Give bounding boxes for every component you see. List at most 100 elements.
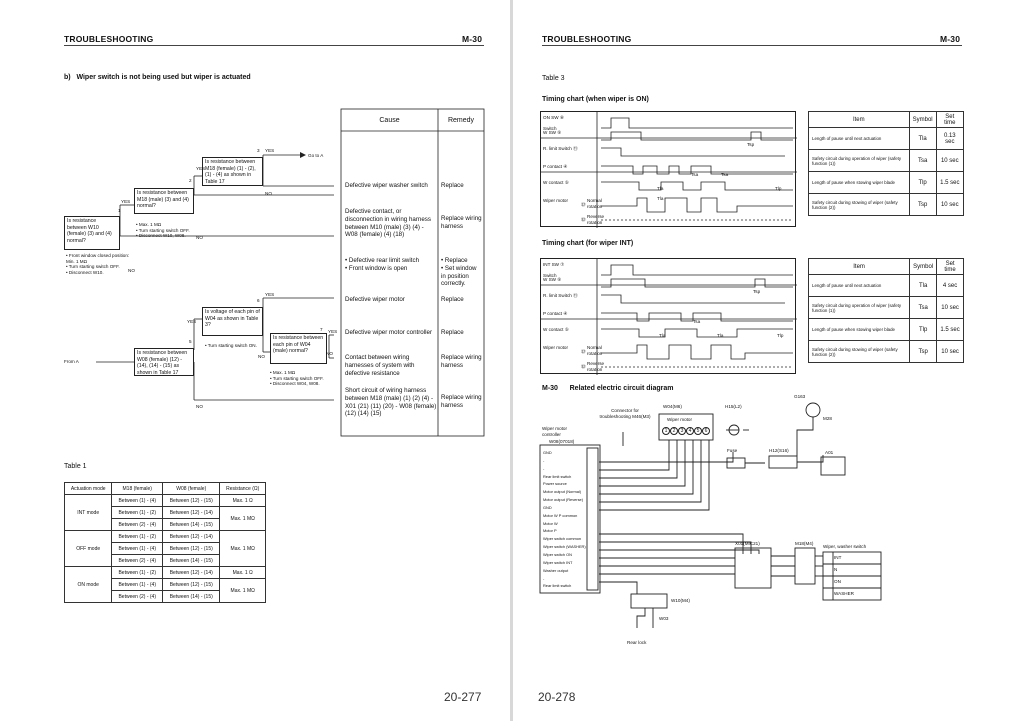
- table-on-time: 10 sec: [935, 193, 965, 216]
- table1-header: Actuation mode: [63, 482, 113, 495]
- chart-on-mark: Tla: [657, 196, 664, 201]
- table1-mode: ON mode: [63, 566, 113, 603]
- chart-int-normal-rotation: Normal rotation: [587, 345, 603, 356]
- table1-cell: Between (14) - (15): [162, 554, 221, 567]
- pin-label: Power source: [543, 481, 567, 487]
- q1-note: • Turn starting switch OFF.: [66, 264, 120, 269]
- yes-label: YES: [265, 148, 275, 153]
- chart-int-signal: INT SW ⑦: [543, 262, 565, 267]
- no-label: NO: [196, 404, 203, 409]
- step-number: 3: [257, 148, 260, 153]
- yes-label: YES: [187, 319, 197, 324]
- chart-on-p22: ㉒: [581, 217, 586, 222]
- no-label: NO: [326, 351, 333, 356]
- no-label: NO: [128, 268, 135, 273]
- table1-mode: INT mode: [63, 494, 113, 531]
- w04-pin: 3: [678, 427, 686, 435]
- no-label: NO: [265, 191, 272, 196]
- chart-on-normal-rotation: Normal rotation: [587, 198, 603, 209]
- remedy-text: Replace: [441, 182, 464, 189]
- chart-on-mark: Tsa: [691, 172, 699, 177]
- chart-int-signal: P contact ④: [543, 311, 568, 316]
- q7-note: • Disconnect W04, W08.: [270, 381, 320, 386]
- q1-notes: • Front window closed position: Min. 1 M…: [66, 253, 130, 275]
- table1-cell: Max. 1 Ω: [219, 566, 266, 579]
- question-box-1: Is resistance between W10 (female) (3) a…: [64, 216, 120, 250]
- section-title: b) Wiper switch is not being used but wi…: [64, 74, 251, 81]
- circuit-w04-label: W04(M6): [663, 404, 682, 409]
- chart-on-signal: P contact ④: [543, 164, 568, 169]
- timing-chart-int-waves: [541, 259, 797, 375]
- remedy-text: Replace: [441, 296, 464, 303]
- table-on-time: 0.13 sec: [935, 127, 965, 150]
- left-header-rule: [64, 45, 484, 46]
- remedy-text: Replace: [441, 329, 464, 336]
- cause-text: Defective wiper washer switch: [345, 182, 428, 189]
- controller-pin-labels: GND - - Rear limit switch Power source M…: [543, 449, 587, 590]
- pin-label: Wiper switch (WASHER): [543, 544, 586, 550]
- pin-label: Motor W P common: [543, 512, 578, 518]
- table1-cell: Between (1) - (4): [111, 578, 164, 591]
- chart-int-switch-label: Switch: [543, 273, 557, 278]
- timing-chart-on: ON SW ⑧ W SW ⑨ R. limit Switch ⑪ P conta…: [540, 111, 797, 228]
- table1-cell: Between (14) - (15): [162, 518, 221, 531]
- chart-int-signal: W SW ⑨: [543, 277, 562, 282]
- q7-note: • Turn starting switch OFF.: [270, 375, 324, 381]
- q2-note: • Max. 1 MΩ: [136, 222, 162, 227]
- q2-note: • Disconnect W10, W08.: [136, 233, 186, 238]
- q1-note: • Front window closed position: Min. 1 M…: [66, 253, 130, 264]
- yes-label: YES: [265, 292, 275, 297]
- chart-on-signal: ON SW ⑧: [543, 115, 564, 120]
- left-page-number: 20-277: [444, 690, 482, 704]
- remedy-text: • Replace • Set window in position corre…: [441, 257, 477, 288]
- circuit-title: M-30 Related electric circuit diagram: [542, 385, 674, 392]
- right-header-rule: [542, 45, 962, 46]
- chart-on-mark: Tlp: [775, 186, 782, 191]
- circuit-g163-label: G163: [794, 394, 806, 399]
- table1: Actuation mode M18 (female) W08 (female)…: [63, 482, 266, 603]
- chart-on-reverse-rotation: Reverse rotation: [587, 214, 605, 225]
- cause-column-header: Cause: [379, 117, 400, 124]
- right-page-number: 20-278: [538, 690, 576, 704]
- q2-note: • Turn starting switch OFF.: [136, 227, 190, 233]
- no-label: NO: [258, 354, 265, 359]
- circuit-fuse-label: Fuse: [727, 448, 738, 453]
- left-header-code: M-30: [462, 34, 483, 44]
- table1-cell: Max. 1 Ω: [219, 494, 266, 507]
- table1-cell: Max. 1 MΩ: [219, 530, 266, 567]
- table1-cell: Between (2) - (4): [111, 554, 164, 567]
- table1-cell: Between (12) - (14): [162, 530, 221, 543]
- chart-int-mark: Tlp: [777, 333, 784, 338]
- remedy-text: Replace wiring harness: [441, 354, 482, 369]
- table1-cell: Between (12) - (15): [162, 578, 221, 591]
- step-number: 1: [118, 208, 121, 213]
- q6-note: • Turn starting switch ON.: [205, 343, 257, 348]
- remedy-text: Replace wiring harness: [441, 215, 482, 230]
- right-page: TROUBLESHOOTING M-30 Table 3 Timing char…: [513, 0, 1024, 721]
- table-on: Item Symbol Set time Length of pause unt…: [808, 111, 965, 216]
- circuit-h15-label: H15(L2): [725, 404, 742, 409]
- chart-on-signal: R. limit Switch ⑪: [543, 146, 578, 151]
- table1-cell: Between (2) - (4): [111, 590, 164, 603]
- table1-cell: Between (14) - (15): [162, 590, 221, 603]
- yes-label: YES: [196, 166, 206, 171]
- table1-cell: Between (2) - (4): [111, 518, 164, 531]
- table1-mode: OFF mode: [63, 530, 113, 567]
- circuit-connector-label: Connector for troubleshooting M46(M3): [599, 408, 651, 419]
- switch-row: N: [834, 567, 838, 572]
- circuit-wiper-motor-label: Wiper motor: [667, 417, 693, 422]
- pin-label: Rear limit switch: [543, 583, 572, 589]
- pin-label: Wiper switch common: [543, 536, 582, 542]
- goto-a-label: Go to A: [308, 153, 324, 158]
- switch-row: INT: [834, 555, 842, 560]
- circuit-m18-label: M18(M4): [795, 541, 814, 546]
- pin-label: GND: [543, 450, 552, 455]
- circuit-wiring: [539, 402, 882, 628]
- chart-int-signal: R. limit Switch ⑪: [543, 293, 578, 298]
- yes-label: YES: [121, 199, 131, 204]
- circuit-m28-label: M28: [823, 416, 832, 421]
- table1-title: Table 1: [64, 463, 87, 470]
- table-on-time: 10 sec: [935, 149, 965, 172]
- table1-cell: Between (12) - (15): [162, 542, 221, 555]
- step-number: 6: [257, 298, 260, 303]
